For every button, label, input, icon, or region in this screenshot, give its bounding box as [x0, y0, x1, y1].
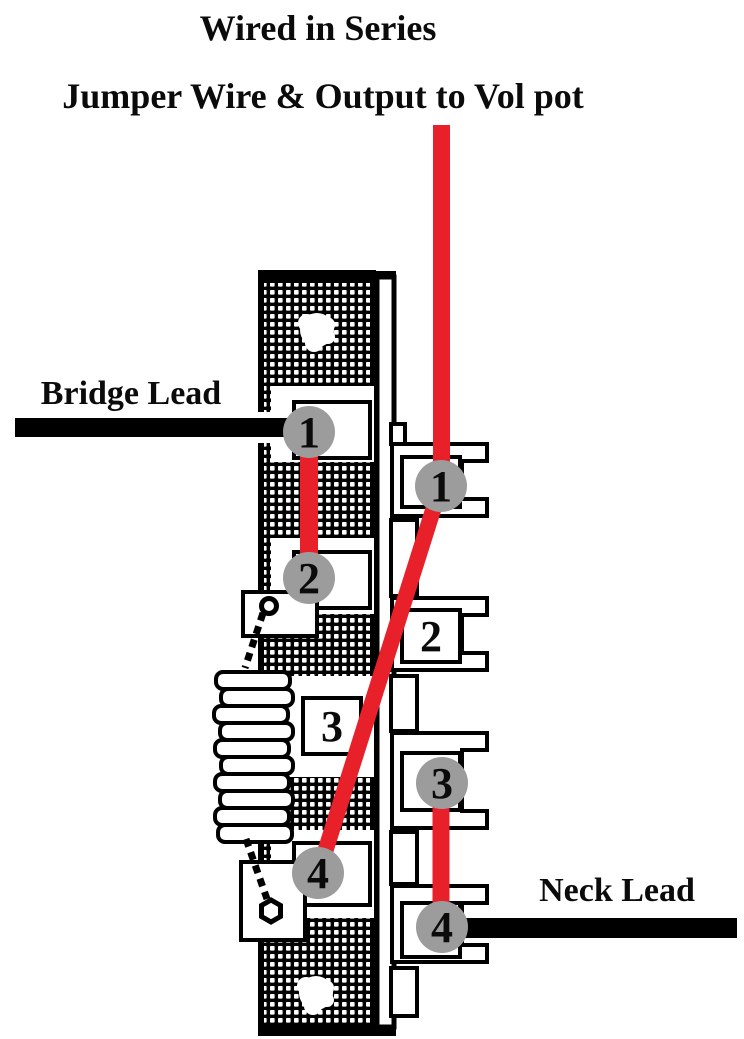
bridge-lead-wire [15, 418, 293, 437]
connector-right-3 [416, 757, 468, 809]
right-terminal-4-number: 4 [431, 903, 453, 952]
right-terminal-3-number: 3 [431, 759, 453, 808]
switch-spring [212, 670, 295, 844]
left-terminal-4-number: 4 [307, 849, 329, 898]
wiper-lower-arm [242, 837, 271, 901]
bridge-lead-label: Bridge Lead [41, 375, 221, 412]
right-lug-box-2 [400, 608, 462, 664]
wiper-upper-arm [241, 611, 267, 670]
connector-right-1 [415, 460, 467, 512]
right-terminal-2-number: 2 [420, 612, 442, 661]
wiper-lower [239, 837, 307, 942]
frame-tabs [389, 422, 419, 1018]
right-terminal-1-number: 1 [430, 462, 452, 511]
neck-lead-wire [460, 918, 737, 938]
body-bottom-edge [258, 1025, 396, 1036]
wire-right-1-to-left-4 [311, 485, 448, 874]
left-terminal-1-number: 1 [298, 408, 320, 457]
mounting-hole-top [298, 313, 335, 352]
body-top-edge [258, 271, 396, 283]
connector-right-4 [416, 901, 468, 953]
title-wired-in-series: Wired in Series [200, 8, 437, 48]
wiper-upper-pivot [259, 596, 279, 616]
left-terminal-2-number: 2 [298, 554, 320, 603]
terminal-connectors: 1 2 4 1 3 4 [283, 406, 468, 953]
connector-left-4 [292, 847, 344, 899]
title-jumper-wire-output: Jumper Wire & Output to Vol pot [62, 76, 583, 116]
connector-left-1 [283, 406, 335, 458]
connector-left-2 [283, 552, 335, 604]
mounting-hole-bottom [297, 976, 334, 1015]
neck-lead-label: Neck Lead [539, 872, 695, 909]
wiper-lower-pivot [259, 897, 283, 925]
left-terminal-3-number: 3 [321, 702, 343, 751]
